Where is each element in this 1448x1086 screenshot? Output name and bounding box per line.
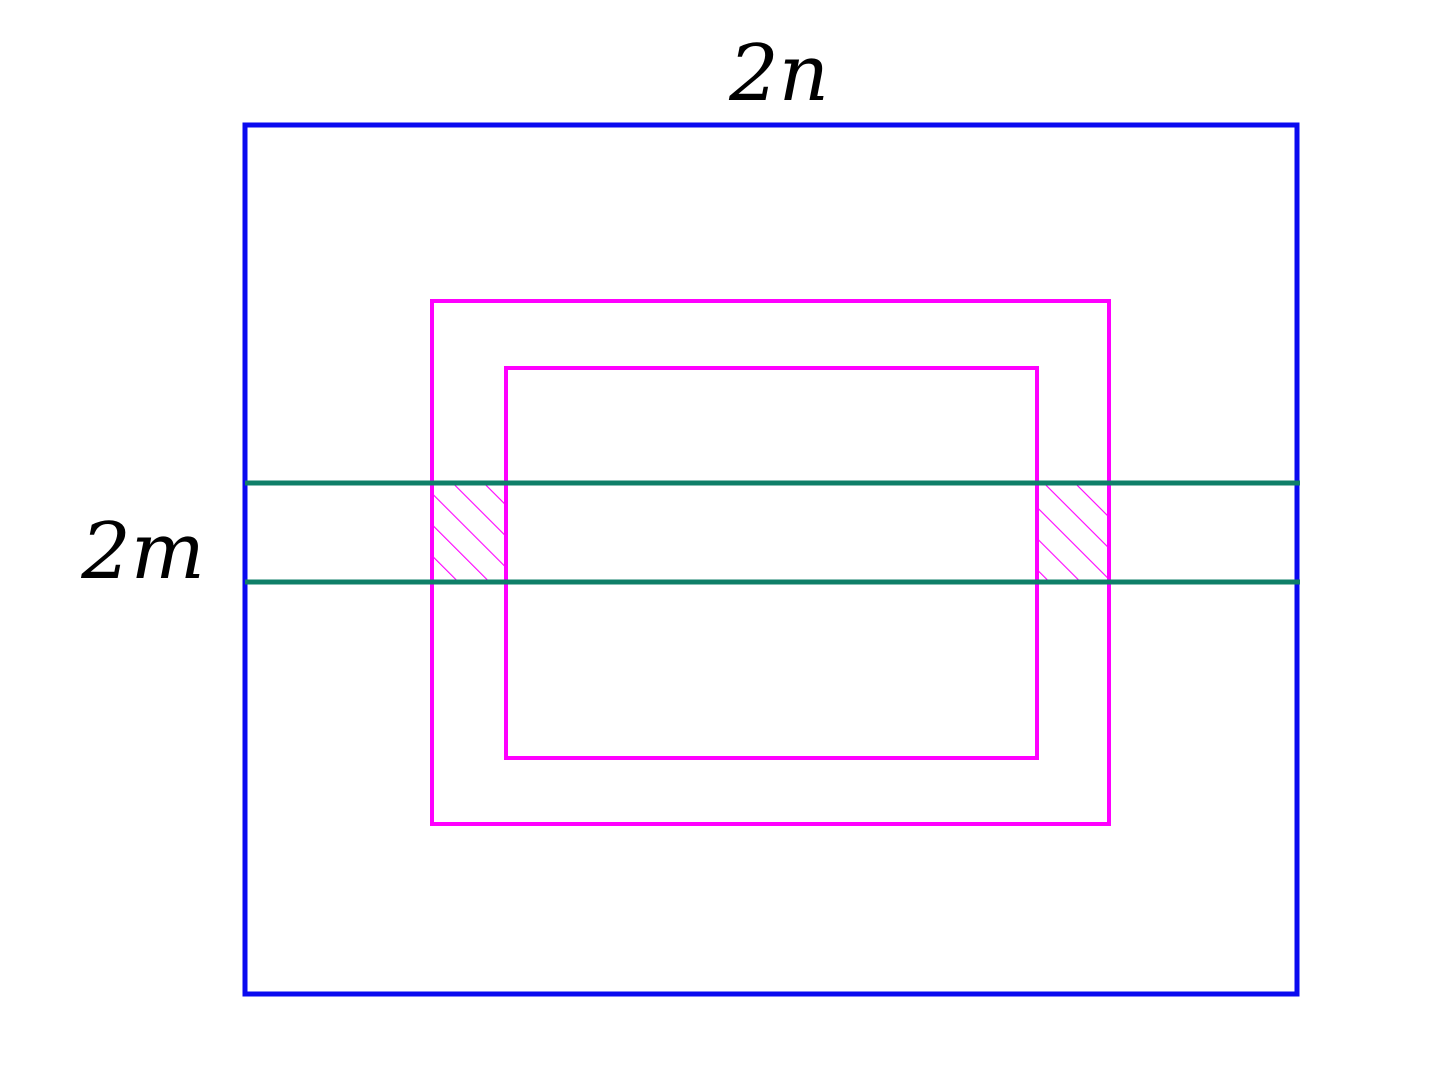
outer-rectangle	[242, 122, 1300, 997]
hatched-region-right	[1037, 483, 1109, 582]
annulus-outer-rectangle	[430, 299, 1111, 826]
height-label: 2m	[80, 507, 205, 597]
hatched-region-left	[432, 483, 506, 582]
annulus-inner-rectangle	[504, 366, 1039, 760]
width-label: 2n	[728, 29, 829, 119]
